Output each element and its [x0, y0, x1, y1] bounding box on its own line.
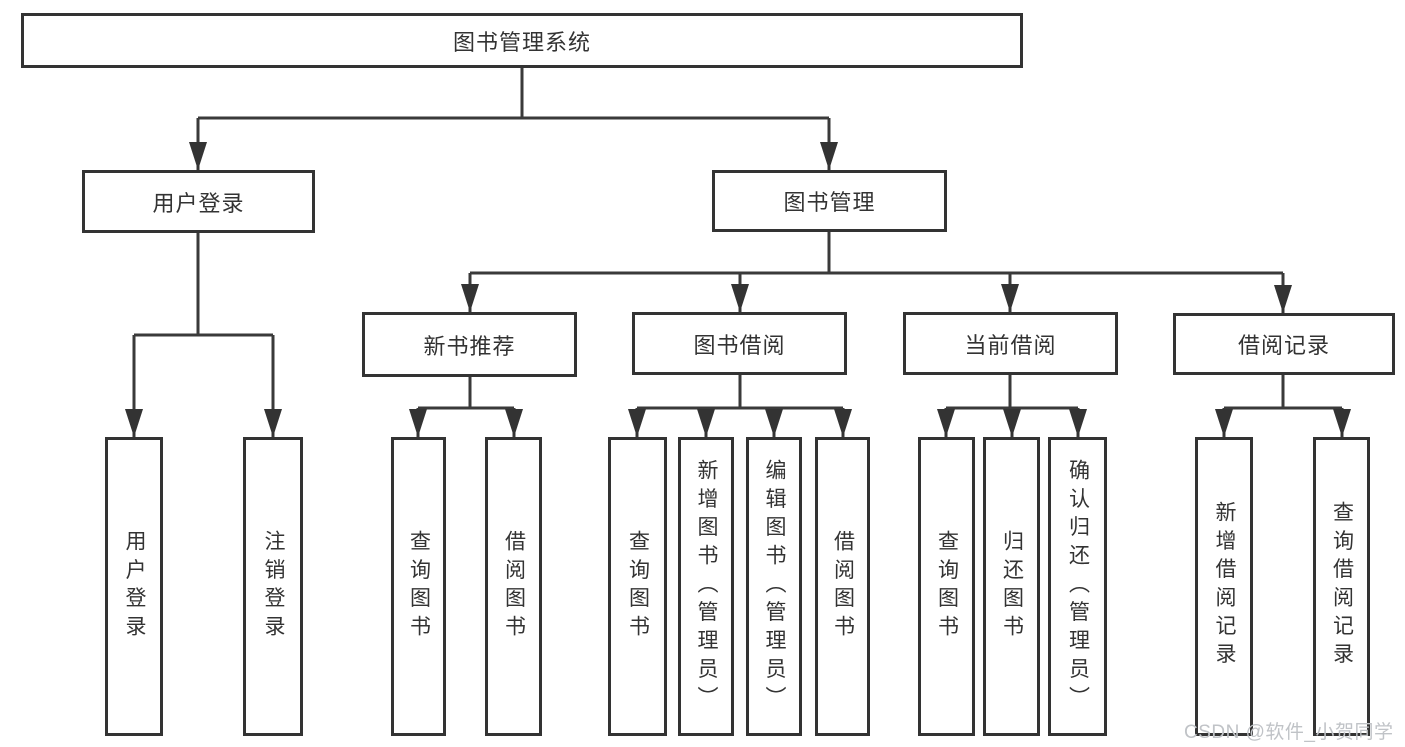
- node-book-borrow-label: 图书借阅: [693, 332, 786, 358]
- connector-borrow-records-to-leaves: [1222, 375, 1344, 437]
- leaf-label: 归还图书: [1000, 529, 1024, 644]
- leaf-label: 借阅图书: [831, 529, 855, 644]
- leaf-label: 查询图书: [407, 529, 431, 644]
- leaf-borrow-books-rec: 借阅图书: [485, 437, 542, 736]
- leaf-label: 编辑图书（管理员）: [763, 458, 786, 715]
- leaf-label: 新增图书（管理员）: [695, 458, 718, 715]
- leaf-confirm-return-admin: 确认归还（管理员）: [1048, 437, 1107, 736]
- node-borrow-records-label: 借阅记录: [1237, 333, 1330, 358]
- leaf-label: 借阅图书: [502, 529, 526, 644]
- leaf-logout: 注销登录: [243, 437, 303, 736]
- leaf-query-books-borrow: 查询图书: [608, 437, 667, 736]
- node-new-book-rec: 新书推荐: [362, 312, 577, 377]
- leaf-label: 新增借阅记录: [1213, 501, 1236, 672]
- leaf-add-books-admin: 新增图书（管理员）: [678, 437, 734, 736]
- node-user-login-label: 用户登录: [152, 190, 245, 216]
- node-book-mgmt: 图书管理: [712, 170, 947, 232]
- node-root: 图书管理系统: [21, 13, 1023, 68]
- leaf-label: 确认归还（管理员）: [1066, 458, 1090, 715]
- leaf-label: 用户登录: [123, 529, 146, 644]
- arrowheads: [125, 142, 1351, 437]
- leaf-return-books: 归还图书: [983, 437, 1040, 736]
- node-user-login: 用户登录: [82, 170, 315, 233]
- leaf-label: 查询图书: [626, 529, 650, 644]
- leaf-query-borrow-record: 查询借阅记录: [1313, 437, 1370, 736]
- node-book-borrow: 图书借阅: [632, 312, 847, 375]
- leaf-user-login: 用户登录: [105, 437, 163, 736]
- watermark: CSDN @软件_小贺同学: [1184, 722, 1394, 743]
- leaf-borrow-books: 借阅图书: [815, 437, 870, 736]
- node-book-mgmt-label: 图书管理: [783, 190, 876, 215]
- leaf-label: 查询借阅记录: [1330, 501, 1354, 672]
- connector-root-to-level2: [196, 68, 831, 170]
- node-root-label: 图书管理系统: [452, 29, 591, 55]
- leaf-label: 查询图书: [935, 529, 959, 644]
- leaf-edit-books-admin: 编辑图书（管理员）: [746, 437, 802, 736]
- leaf-query-books-current: 查询图书: [918, 437, 975, 736]
- node-current-borrow-label: 当前借阅: [964, 332, 1057, 358]
- connector-book-mgmt-to-level3: [468, 232, 1285, 313]
- leaf-query-books-rec: 查询图书: [391, 437, 446, 736]
- leaf-add-borrow-record: 新增借阅记录: [1195, 437, 1253, 736]
- connector-book-borrow-to-leaves: [635, 375, 845, 437]
- connector-new-book-rec-to-leaves: [416, 377, 516, 437]
- node-new-book-rec-label: 新书推荐: [423, 333, 516, 359]
- connector-user-login-to-leaves: [132, 233, 275, 437]
- leaf-label: 注销登录: [262, 529, 285, 644]
- node-current-borrow: 当前借阅: [903, 312, 1118, 375]
- node-borrow-records: 借阅记录: [1173, 313, 1395, 375]
